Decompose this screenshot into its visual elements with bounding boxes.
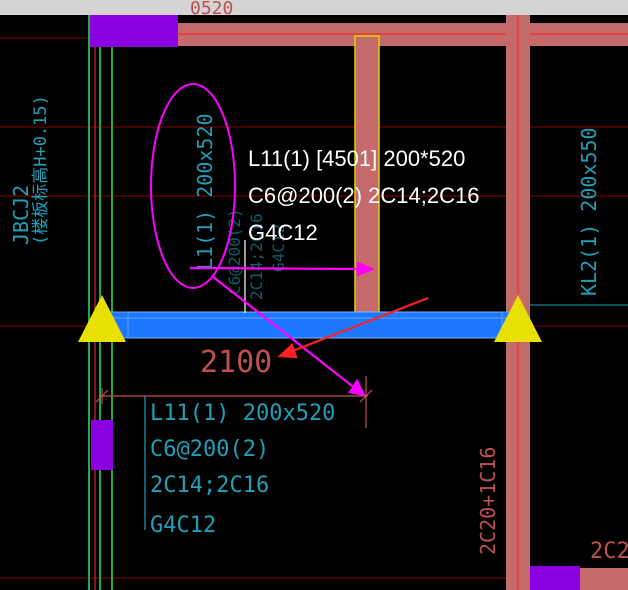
selected-beam-label-line1[interactable]: L11(1) [4501] 200*520 <box>248 146 465 171</box>
slab-label-rotated: JBCJ2 <box>9 185 33 245</box>
annotation-arrow <box>211 275 357 390</box>
beam-faint-label: 2C14;2C16 <box>247 213 266 300</box>
kl2-beam-label: KL2(1) 200x550 <box>577 127 601 296</box>
lower-beam-label-line3: 2C14;2C16 <box>150 473 269 498</box>
rebar-label-vertical: 2C20+1C16 <box>476 447 500 555</box>
triangle-support-icon <box>494 295 542 342</box>
arrow-head-icon <box>277 343 298 359</box>
selected-beam-label-line3[interactable]: G4C12 <box>248 220 318 245</box>
triangle-support-icon <box>78 295 126 342</box>
beam-vertical-middle[interactable] <box>355 38 379 326</box>
top-partial-label: 0520 <box>190 0 233 19</box>
beam-faint-label: C6@200(2) <box>225 208 244 295</box>
title-strip <box>0 0 628 15</box>
selected-beam-L11[interactable] <box>109 311 521 339</box>
column-block-top-left[interactable] <box>90 15 178 47</box>
span-dimension: 2100 <box>200 345 272 380</box>
beam-vertical-label: L1(1) 200x520 <box>193 113 217 270</box>
arrow-head-icon <box>356 261 375 277</box>
annotation-arrow <box>189 266 363 271</box>
rebar-label-partial: 2C2 <box>590 539 628 564</box>
dimension-tick-icon <box>359 389 373 403</box>
beam-faint-label: G4C12 <box>269 224 288 272</box>
beam-bottom-right[interactable] <box>580 568 628 590</box>
slab-elevation-rotated: (楼板标高H+0.15) <box>31 95 51 245</box>
annotation-arrow-red <box>289 296 429 354</box>
dimension-tick-icon <box>95 389 109 403</box>
arrow-head-icon <box>348 378 367 397</box>
annotation-ellipse <box>150 83 236 289</box>
lower-beam-label-line2: C6@200(2) <box>150 437 269 462</box>
lower-beam-label-line4: G4C12 <box>150 513 216 538</box>
lower-beam-label-line1: L11(1) 200x520 <box>150 401 335 426</box>
column-block-left[interactable] <box>91 420 113 470</box>
selected-beam-label-line2[interactable]: C6@200(2) 2C14;2C16 <box>248 183 479 208</box>
